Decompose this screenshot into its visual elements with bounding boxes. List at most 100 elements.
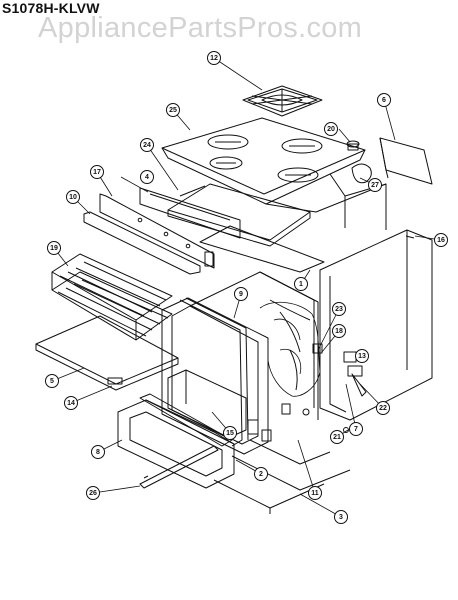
burner-knob: [346, 140, 360, 151]
callout-4: 4: [140, 170, 154, 184]
door-gasket: [179, 297, 249, 447]
callout-number: 7: [354, 426, 358, 433]
callout-circle: [330, 430, 344, 444]
callout-26: 26: [86, 486, 100, 500]
callout-circle: [332, 302, 346, 316]
callout-11: 11: [308, 486, 322, 500]
callout-15: 15: [223, 426, 237, 440]
callout-5: 5: [45, 374, 59, 388]
oven-bottom: [35, 315, 179, 391]
callout-number: 16: [437, 237, 445, 244]
callout-circle: [86, 486, 100, 500]
callout-number: 13: [358, 353, 366, 360]
drawer-rail: [139, 445, 219, 489]
callout-25: 25: [166, 103, 180, 117]
callout-circle: [254, 467, 268, 481]
callout-number: 14: [67, 400, 75, 407]
callout-number: 21: [333, 434, 341, 441]
burner-valve: [351, 163, 372, 184]
callout-21: 21: [330, 430, 344, 444]
backguard-bracket: [379, 137, 433, 185]
callout-8: 8: [91, 445, 105, 459]
oven-rack: [51, 253, 173, 341]
callout-circle: [332, 324, 346, 338]
callout-12: 12: [207, 51, 221, 65]
callout-number: 2: [259, 471, 263, 478]
callout-number: 17: [93, 169, 101, 176]
callout-labels: 1234567891011121314151617181920212223242…: [45, 51, 448, 524]
callout-6: 6: [377, 93, 391, 107]
callout-circle: [166, 103, 180, 117]
callout-22: 22: [376, 401, 390, 415]
top-housing: [265, 173, 387, 230]
callout-number: 19: [50, 245, 58, 252]
callout-circle: [91, 445, 105, 459]
callout-7: 7: [349, 422, 363, 436]
callout-14: 14: [64, 396, 78, 410]
callout-number: 23: [335, 306, 343, 313]
callout-circle: [234, 287, 248, 301]
callout-circle: [66, 190, 80, 204]
callout-2: 2: [254, 467, 268, 481]
callout-27: 27: [368, 178, 382, 192]
callout-23: 23: [332, 302, 346, 316]
callout-circle: [140, 138, 154, 152]
callout-circle: [324, 122, 338, 136]
callout-3: 3: [334, 510, 348, 524]
callout-number: 24: [143, 142, 151, 149]
watermark: AppliancePartsPros.com: [38, 12, 363, 44]
callout-number: 27: [371, 182, 379, 189]
callout-number: 3: [339, 514, 343, 521]
callout-number: 6: [382, 97, 386, 104]
callout-circle: [47, 241, 61, 255]
callout-circle: [90, 165, 104, 179]
callout-24: 24: [140, 138, 154, 152]
small-components: [247, 343, 367, 442]
cabinet-base: [213, 439, 351, 514]
callout-number: 9: [239, 291, 243, 298]
burner-grate: [242, 85, 323, 117]
side-panel: [319, 229, 433, 421]
callout-number: 4: [145, 174, 149, 181]
broiler-drawer: [117, 393, 235, 489]
callout-number: 10: [69, 194, 77, 201]
callout-number: 12: [210, 55, 218, 62]
callout-number: 22: [379, 405, 387, 412]
callout-9: 9: [234, 287, 248, 301]
callout-10: 10: [66, 190, 80, 204]
callout-circle: [308, 486, 322, 500]
callout-number: 8: [96, 449, 100, 456]
callout-1: 1: [294, 277, 308, 291]
callout-number: 20: [327, 126, 335, 133]
callout-number: 11: [311, 490, 319, 497]
callout-16: 16: [434, 233, 448, 247]
callout-number: 1: [299, 281, 303, 288]
callout-circle: [294, 277, 308, 291]
callout-17: 17: [90, 165, 104, 179]
callout-circle: [140, 170, 154, 184]
callout-circle: [434, 233, 448, 247]
model-number: S1078H-KLVW: [2, 0, 100, 16]
callout-13: 13: [355, 349, 369, 363]
callout-number: 25: [169, 107, 177, 114]
callout-number: 5: [50, 378, 54, 385]
callout-circle: [45, 374, 59, 388]
callout-number: 26: [89, 490, 97, 497]
callout-19: 19: [47, 241, 61, 255]
control-panel: [83, 193, 215, 275]
callout-number: 18: [335, 328, 343, 335]
callout-number: 15: [226, 430, 234, 437]
callout-circle: [349, 422, 363, 436]
callout-20: 20: [324, 122, 338, 136]
callout-circle: [207, 51, 221, 65]
backguard: [139, 187, 325, 273]
callout-circle: [355, 349, 369, 363]
callout-circle: [64, 396, 78, 410]
insulation: [259, 301, 321, 397]
callout-circle: [368, 178, 382, 192]
callout-circle: [223, 426, 237, 440]
leader-lines: [51, 57, 442, 518]
callout-circle: [377, 93, 391, 107]
